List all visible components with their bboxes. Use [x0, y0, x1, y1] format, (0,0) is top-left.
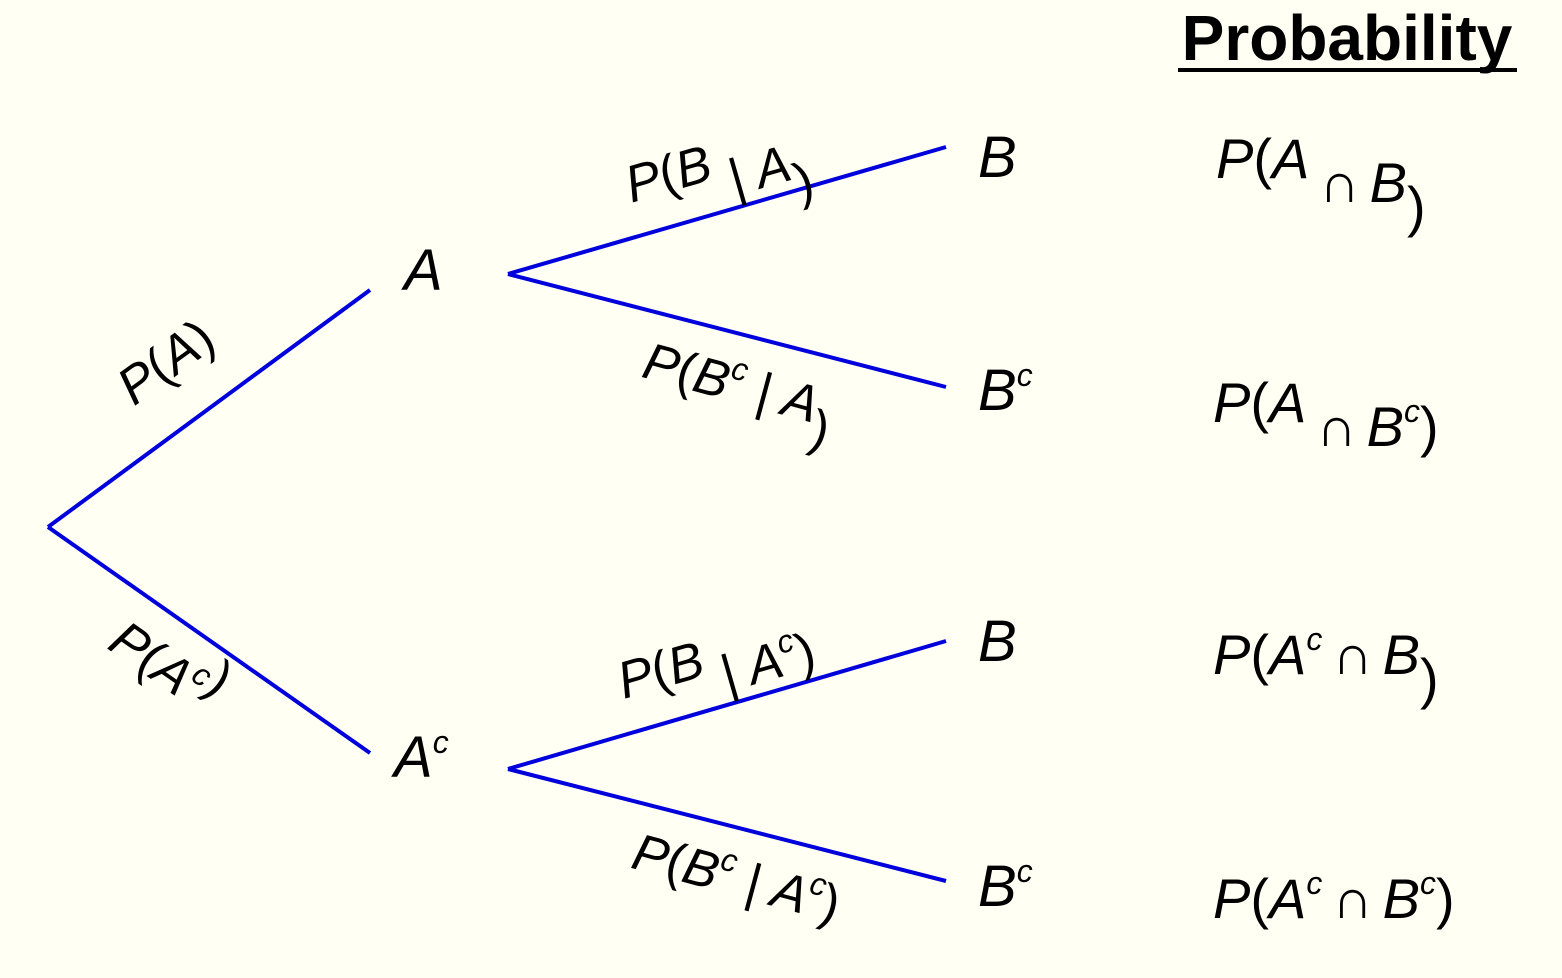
branch-ac-bc	[507, 767, 947, 883]
branch-root-a	[46, 288, 372, 529]
edge-label-p-bc-given-ac: P(Bc|Ac)	[626, 818, 847, 934]
edge-label-p-b-given-a: P(B|A)	[619, 109, 820, 257]
node-a: A	[401, 238, 443, 303]
branch-ac-b	[507, 639, 947, 771]
branch-a-b	[507, 145, 947, 276]
probability-a-and-b: P(A∩B)	[1216, 127, 1426, 238]
node-ac-b-complement: Bc	[978, 853, 1033, 919]
edge-label-p-a: P(A)	[107, 308, 225, 416]
node-a-complement: Ac	[391, 724, 449, 790]
probability-a-and-b-complement: P(A∩Bc)	[1213, 371, 1439, 458]
node-a-b-complement: Bc	[978, 357, 1033, 423]
edge-label-p-b-given-ac: P(B|Ac)	[611, 601, 822, 732]
probability-a-complement-and-b: P(Ac∩B)	[1213, 621, 1439, 710]
node-a-b: B	[978, 125, 1017, 190]
edge-label-p-bc-given-a: P(Bc|A)	[631, 327, 843, 460]
probability-heading: Probability	[1182, 2, 1513, 74]
branch-root-ac	[46, 525, 372, 755]
probability-a-complement-and-b-complement: P(Ac∩Bc)	[1213, 865, 1455, 930]
branch-a-bc	[507, 272, 947, 389]
node-ac-b: B	[978, 609, 1017, 674]
